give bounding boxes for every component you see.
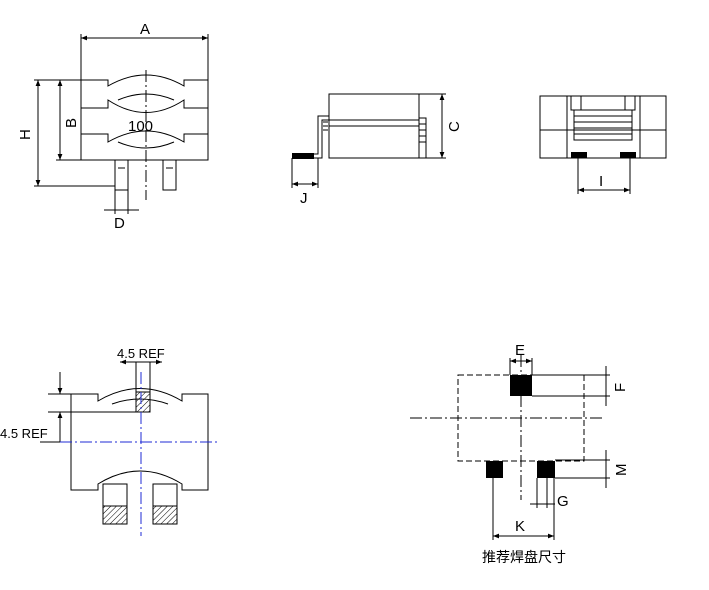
dim-h-label: H <box>17 129 34 140</box>
part-marking: 100 <box>128 118 153 135</box>
ref-hatched-pad-right <box>152 505 178 525</box>
terminal-left <box>114 159 129 191</box>
inductor-body-lower <box>80 130 209 161</box>
ref-height-label: 4.5 REF <box>0 426 48 441</box>
dim-b-label: B <box>63 118 80 128</box>
dim-i-label: I <box>599 173 603 190</box>
bottom-pad-right <box>620 152 636 158</box>
ref-hatched-block <box>135 391 151 413</box>
pad-top <box>510 375 532 396</box>
side-view <box>291 93 446 188</box>
bottom-view <box>539 95 667 194</box>
side-terminal-pad <box>292 153 314 159</box>
dim-f-label: F <box>612 383 629 392</box>
ref-center-lines <box>60 372 218 536</box>
pad-bottom-left <box>486 461 503 478</box>
pad-layout-caption: 推荐焊盘尺寸 <box>482 549 566 565</box>
dim-e-label: E <box>515 342 525 359</box>
dim-k-label: K <box>515 518 525 535</box>
bottom-pad-left <box>571 152 587 158</box>
dim-a-label: A <box>140 21 150 38</box>
reference-view <box>40 359 209 525</box>
dim-j-label: J <box>300 190 308 207</box>
top-front-view <box>34 34 209 214</box>
dim-m-label: M <box>613 464 630 477</box>
dim-c-label: C <box>446 121 463 132</box>
dim-g-label: G <box>557 493 569 510</box>
pad-bottom-right <box>537 461 555 478</box>
ref-width-label: 4.5 REF <box>117 346 165 361</box>
dim-d-label: D <box>114 215 125 232</box>
ref-hatched-pad-left <box>102 505 128 525</box>
terminal-right <box>162 159 177 191</box>
